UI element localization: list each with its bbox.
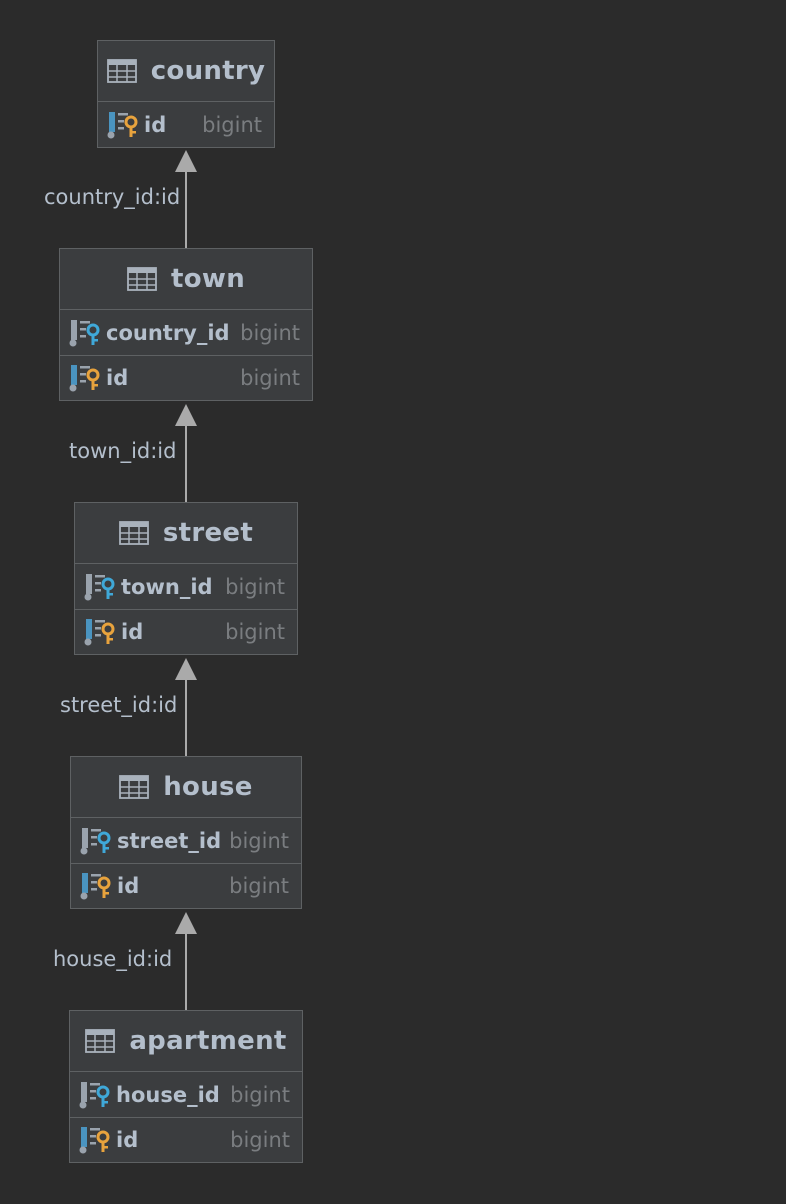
column-row[interactable]: house_id bigint bbox=[70, 1072, 302, 1117]
table-grid-icon bbox=[85, 1029, 116, 1053]
column-name: id bbox=[121, 620, 144, 644]
column-type: bigint bbox=[225, 620, 285, 644]
table-grid-icon bbox=[127, 267, 157, 291]
table-node-street[interactable]: street town_id bigint id bigint bbox=[74, 502, 298, 655]
column-name: street_id bbox=[117, 828, 222, 853]
table-name: house bbox=[163, 772, 253, 802]
column-row[interactable]: id bigint bbox=[70, 1117, 302, 1162]
column-name: country_id bbox=[106, 320, 230, 345]
relation-label: town_id:id bbox=[69, 439, 177, 463]
primary-key-column-icon bbox=[107, 111, 138, 138]
column-type: bigint bbox=[230, 1128, 290, 1152]
column-row[interactable]: id bigint bbox=[98, 102, 274, 147]
table-header: apartment bbox=[70, 1011, 302, 1072]
column-type: bigint bbox=[229, 874, 289, 898]
table-header: town bbox=[60, 249, 312, 310]
table-header: house bbox=[71, 757, 301, 818]
column-type: bigint bbox=[202, 112, 262, 137]
table-name: apartment bbox=[129, 1026, 287, 1056]
primary-key-column-icon bbox=[80, 873, 111, 900]
column-row[interactable]: street_id bigint bbox=[71, 818, 301, 863]
primary-key-column-icon bbox=[84, 619, 115, 646]
table-header: street bbox=[75, 503, 297, 564]
relation-edge-house-street bbox=[175, 658, 197, 756]
table-grid-icon bbox=[119, 775, 150, 799]
relation-label: country_id:id bbox=[44, 185, 181, 209]
arrowhead-icon bbox=[175, 404, 197, 426]
column-name: town_id bbox=[121, 574, 213, 599]
relation-edge-apartment-house bbox=[175, 912, 197, 1010]
column-type: bigint bbox=[225, 574, 285, 599]
column-type: bigint bbox=[240, 320, 300, 345]
table-name: town bbox=[170, 264, 246, 294]
column-name: id bbox=[106, 366, 129, 390]
column-row[interactable]: country_id bigint bbox=[60, 310, 312, 355]
column-name: id bbox=[116, 1128, 139, 1152]
foreign-key-column-icon bbox=[80, 827, 111, 854]
foreign-key-column-icon bbox=[69, 319, 100, 346]
column-type: bigint bbox=[240, 366, 300, 390]
table-node-town[interactable]: town country_id bigint id bigint bbox=[59, 248, 313, 401]
relation-label: house_id:id bbox=[53, 947, 173, 971]
column-name: house_id bbox=[116, 1082, 220, 1107]
column-type: bigint bbox=[230, 1082, 290, 1107]
foreign-key-column-icon bbox=[84, 573, 115, 600]
table-node-country[interactable]: country id bigint bbox=[97, 40, 275, 148]
relation-edge-town-country bbox=[175, 150, 197, 248]
arrowhead-icon bbox=[175, 912, 197, 934]
table-grid-icon bbox=[106, 59, 137, 83]
table-node-house[interactable]: house street_id bigint id bigint bbox=[70, 756, 302, 909]
primary-key-column-icon bbox=[69, 365, 100, 392]
arrowhead-icon bbox=[175, 150, 197, 172]
primary-key-column-icon bbox=[79, 1127, 110, 1154]
relation-edge-street-town bbox=[175, 404, 197, 502]
column-row[interactable]: id bigint bbox=[75, 609, 297, 654]
column-row[interactable]: id bigint bbox=[60, 355, 312, 400]
column-name: id bbox=[117, 874, 140, 898]
table-name: country bbox=[150, 56, 266, 86]
foreign-key-column-icon bbox=[79, 1081, 110, 1108]
column-row[interactable]: town_id bigint bbox=[75, 564, 297, 609]
table-grid-icon bbox=[118, 521, 149, 545]
relation-label: street_id:id bbox=[60, 693, 178, 717]
table-name: street bbox=[162, 518, 254, 548]
column-type: bigint bbox=[229, 828, 289, 853]
column-name: id bbox=[144, 112, 167, 137]
column-row[interactable]: id bigint bbox=[71, 863, 301, 908]
arrowhead-icon bbox=[175, 658, 197, 680]
table-header: country bbox=[98, 41, 274, 102]
table-node-apartment[interactable]: apartment house_id bigint id bigint bbox=[69, 1010, 303, 1163]
